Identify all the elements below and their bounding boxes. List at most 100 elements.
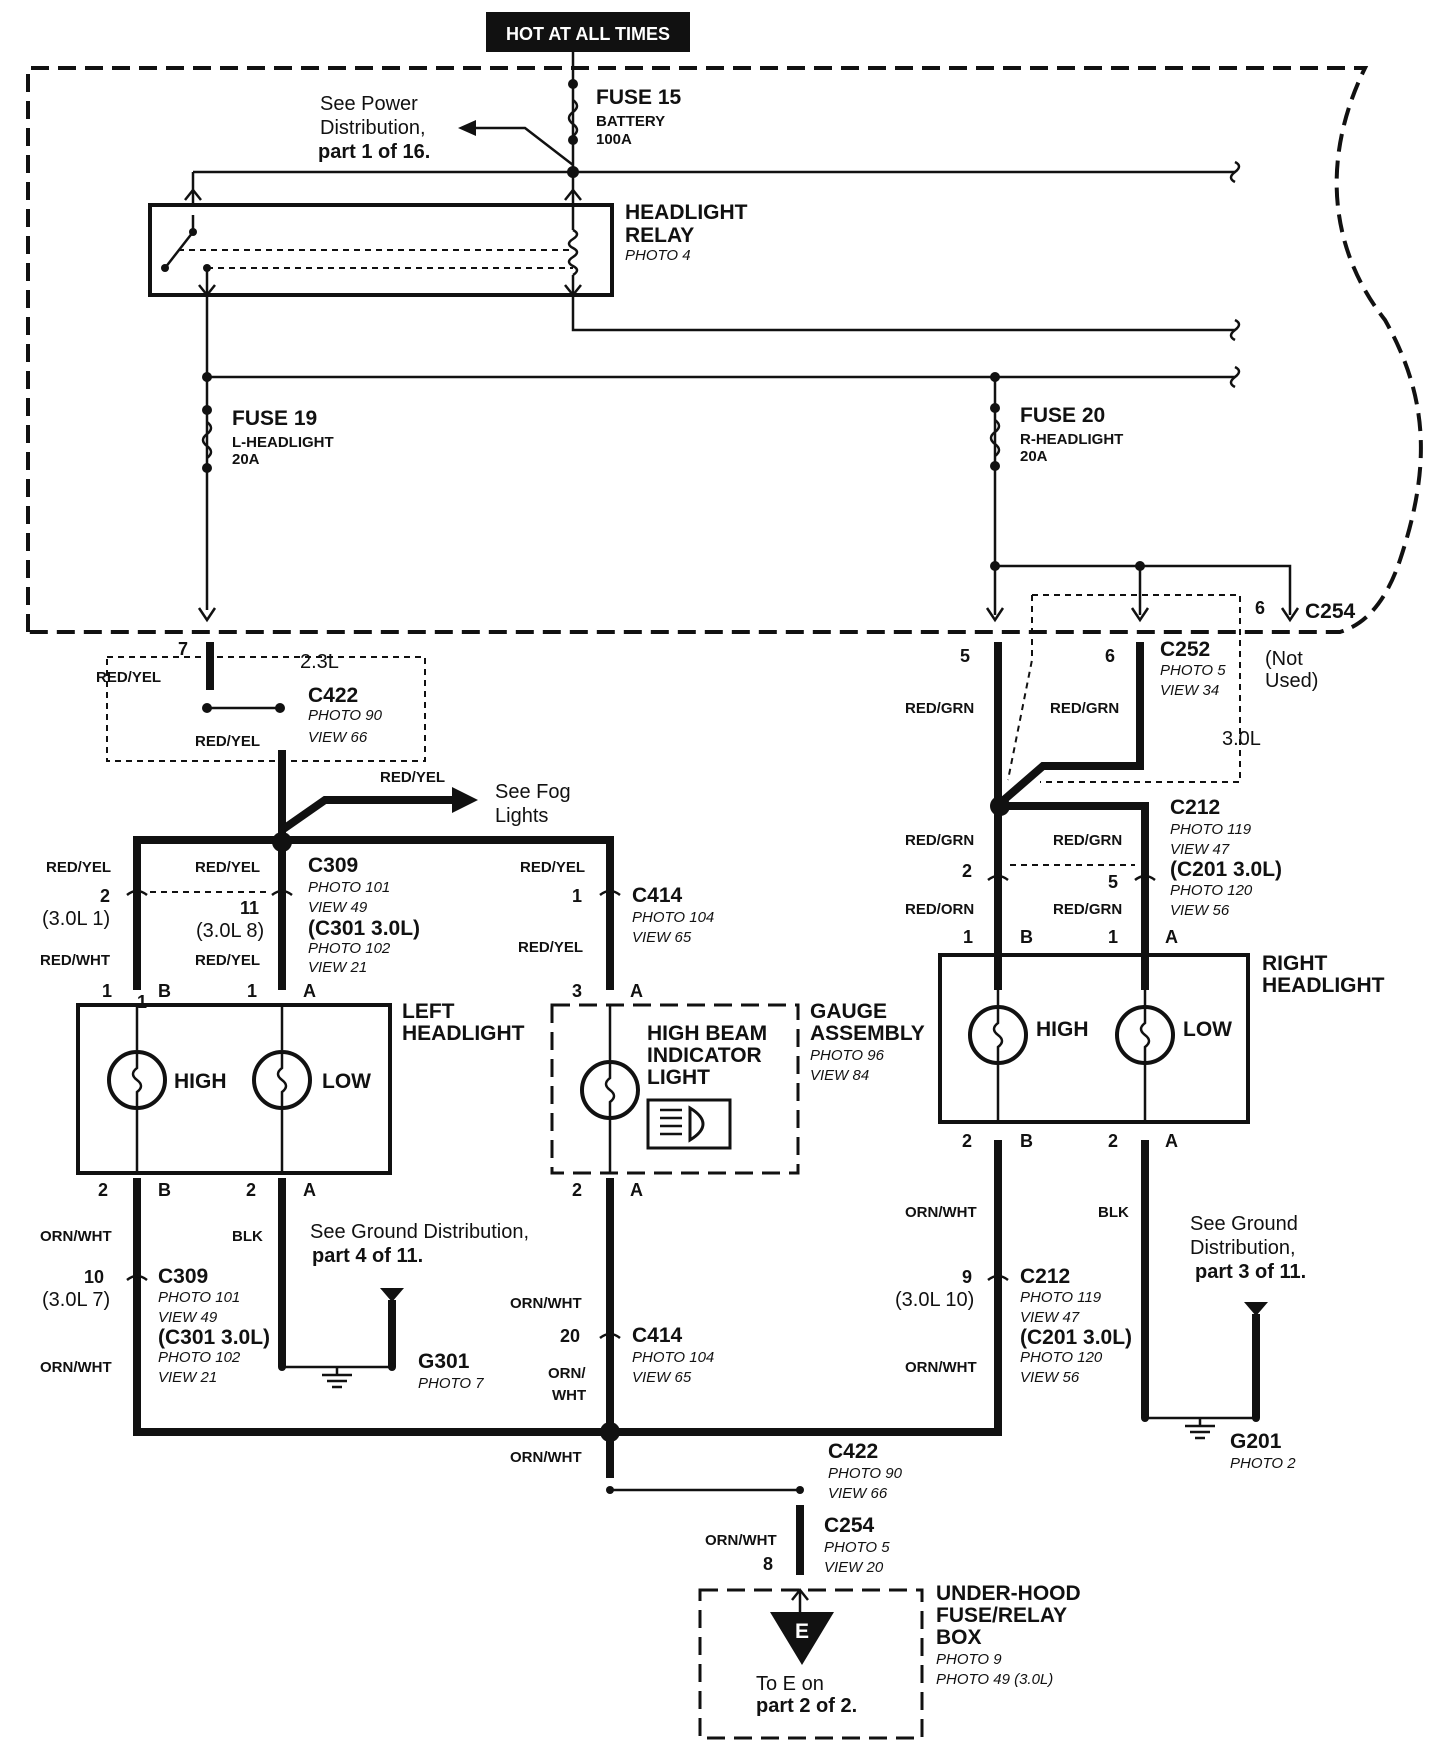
wire-orn-wht-6: ORN/WHT — [905, 1359, 977, 1376]
wire-orn-wht-5: ORN/WHT — [905, 1204, 977, 1221]
variant-2.3l: 2.3L — [300, 651, 339, 673]
power-ref-arrow — [458, 120, 476, 136]
right-headlight-line2: HEADLIGHT — [1262, 974, 1385, 997]
underhood-line3: BOX — [936, 1626, 982, 1649]
c309-bot-view: VIEW 49 — [158, 1309, 218, 1326]
c309-bot-alt-view: VIEW 21 — [158, 1369, 217, 1386]
indicator-line3: LIGHT — [647, 1066, 710, 1089]
left-headlight-line1: LEFT — [402, 1000, 455, 1023]
underhood-line2: FUSE/RELAY — [936, 1604, 1067, 1627]
c309-bot-name: C309 — [158, 1265, 208, 1288]
wire-red-grn-4: RED/GRN — [1053, 832, 1122, 849]
c414-bot-name: C414 — [632, 1324, 683, 1347]
fuse15-name: FUSE 15 — [596, 86, 682, 109]
left-high-pinB2: B — [158, 1180, 171, 1200]
wire-red-grn-2: RED/GRN — [1050, 700, 1119, 717]
right-high-pin1: 1 — [963, 927, 973, 947]
fuse15-desc: BATTERY — [596, 113, 665, 130]
not-used-line2: Used) — [1265, 670, 1318, 692]
power-ref-leader — [470, 126, 574, 166]
c309-top-alt: (C301 3.0L) — [308, 917, 420, 940]
fuse15-rating: 100A — [596, 131, 632, 148]
right-low-pinA2: A — [1165, 1131, 1178, 1151]
left-high-pin2: 2 — [98, 1180, 108, 1200]
right-headlight-line1: RIGHT — [1262, 952, 1328, 975]
ground-right-icon — [1185, 1418, 1215, 1440]
hot-at-all-times-badge — [486, 12, 690, 52]
c254-bot-pin: 8 — [763, 1554, 773, 1574]
c212-top-view: VIEW 47 — [1170, 841, 1230, 858]
c309-top-name: C309 — [308, 854, 358, 877]
underhood-to-line2: part 2 of 2. — [756, 1695, 857, 1717]
fuse20-desc: R-HEADLIGHT — [1020, 431, 1123, 448]
c212-top-photo: PHOTO 119 — [1170, 821, 1252, 838]
ground-left-name: G301 — [418, 1350, 470, 1373]
c422-top-photo: PHOTO 90 — [308, 707, 383, 724]
variant-3.0l: 3.0L — [1222, 728, 1261, 750]
c212-top-pin2: 2 — [962, 861, 972, 881]
wire-red-yel-5: RED/YEL — [520, 859, 585, 876]
gauge-line1: GAUGE — [810, 1000, 887, 1023]
not-used-line1: (Not — [1265, 648, 1303, 670]
wire-orn-wht-7: ORN/WHT — [510, 1449, 582, 1466]
wire-red-yel-1: RED/YEL — [96, 669, 161, 686]
wire-red-yel-2: RED/YEL — [195, 733, 260, 750]
left-low-pin1: 1 — [247, 981, 257, 1001]
right-headlight-box — [938, 953, 1250, 1124]
wire-blk-2: BLK — [1098, 1204, 1129, 1221]
power-ref-line1: See Power — [320, 93, 418, 115]
wire-orn-wht-3: ORN/WHT — [510, 1295, 582, 1312]
c252-pin5: 5 — [960, 646, 970, 666]
c212-bot-alt: (C201 3.0L) — [1020, 1326, 1132, 1349]
high-beam-symbol-icon — [646, 1098, 732, 1150]
right-high-pinB2: B — [1020, 1131, 1033, 1151]
left-high-pinB: B — [158, 981, 171, 1001]
c414-bot-photo: PHOTO 104 — [632, 1349, 714, 1366]
c309-top-photo: PHOTO 101 — [308, 879, 390, 896]
fuse19-name: FUSE 19 — [232, 407, 317, 430]
ground-right-name: G201 — [1230, 1430, 1282, 1453]
c414-top-view: VIEW 65 — [632, 929, 692, 946]
wire-red-grn-5: RED/GRN — [1053, 901, 1122, 918]
wire-orn-wht-2: ORN/WHT — [40, 1359, 112, 1376]
gauge-line2: ASSEMBLY — [810, 1022, 925, 1045]
left-headlight-box — [76, 1003, 392, 1175]
wire-red-grn-1: RED/GRN — [905, 700, 974, 717]
c212-bot-alt-view: VIEW 56 — [1020, 1369, 1080, 1386]
wire-orn-wht-4b: WHT — [552, 1387, 586, 1404]
c309-pin11-alt: (3.0L 8) — [196, 920, 264, 942]
ground-right-line2: Distribution, — [1190, 1237, 1296, 1259]
return-bus — [133, 1140, 1002, 1436]
left-high-label: HIGH — [174, 1070, 227, 1093]
gauge-pin3: 3 — [572, 981, 582, 1001]
c212-top-alt-photo: PHOTO 120 — [1170, 882, 1253, 899]
c414-bot-pin: 20 — [560, 1326, 580, 1346]
fog-ref-line2: Lights — [495, 805, 548, 827]
c212-top-alt-view: VIEW 56 — [1170, 902, 1230, 919]
c422-2.3l-box — [106, 656, 426, 762]
c212-bot-alt-photo: PHOTO 120 — [1020, 1349, 1103, 1366]
relay-label-line1: HEADLIGHT — [625, 201, 748, 224]
c212-bot-pin: 9 — [962, 1267, 972, 1287]
underhood-line1: UNDER-HOOD — [936, 1582, 1081, 1605]
gauge-assembly-box — [550, 1003, 800, 1175]
right-feed-split — [995, 564, 1292, 615]
indicator-line2: INDICATOR — [647, 1044, 762, 1067]
left-headlight-line2: HEADLIGHT — [402, 1022, 525, 1045]
ground-left-photo: PHOTO 7 — [418, 1375, 484, 1392]
c252-view: VIEW 34 — [1160, 682, 1219, 699]
ground-left-icon — [322, 1367, 352, 1389]
right-low-pinA: A — [1165, 927, 1178, 947]
wire-red-grn-3: RED/GRN — [905, 832, 974, 849]
c422-top-name: C422 — [308, 684, 358, 707]
wire-red-yel-7: RED/YEL — [518, 939, 583, 956]
c309-top-alt-view: VIEW 21 — [308, 959, 367, 976]
fuse19-rating: 20A — [232, 451, 260, 468]
under-hood-box-outline — [26, 66, 1423, 634]
c309-bot-pin-alt: (3.0L 7) — [42, 1289, 110, 1311]
fog-arrow — [452, 787, 478, 813]
left-low-pinA: A — [303, 981, 316, 1001]
hot-at-all-times-label: HOT AT ALL TIMES — [506, 24, 670, 44]
c252-pin6: 6 — [1105, 646, 1115, 666]
